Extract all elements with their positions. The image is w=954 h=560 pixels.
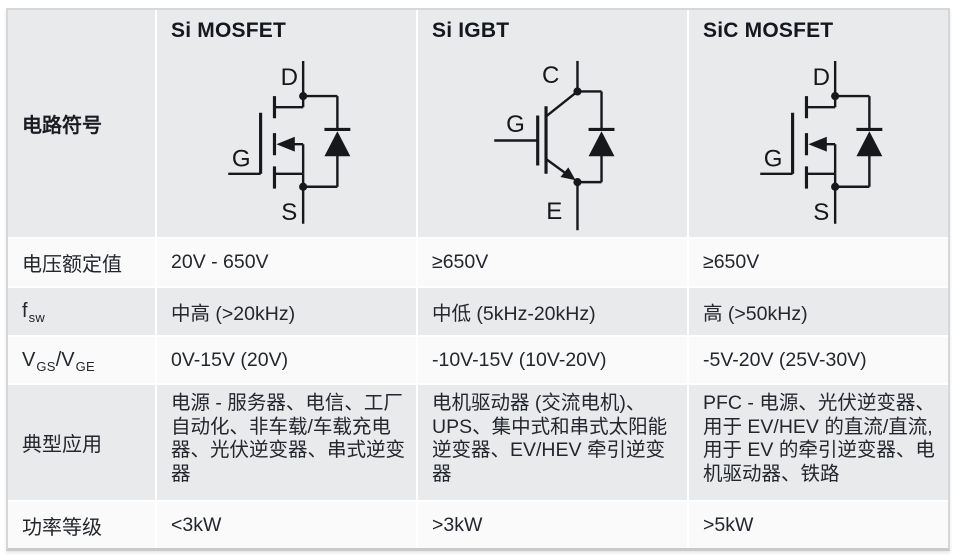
- row-label-voltage-rating: 电压额定值: [8, 239, 155, 286]
- row-label-typical-applications: 典型应用: [8, 385, 155, 500]
- value-fsw-si-mosfet: 中高 (>20kHz): [157, 288, 416, 335]
- column-header-sic-mosfet: SiC MOSFET: [703, 19, 834, 42]
- cell-si-mosfet-symbol: Si MOSFET D G S: [157, 10, 416, 237]
- value-gate-voltage-si-igbt: -10V-15V (10V-20V): [418, 337, 687, 383]
- vgs-base: V: [22, 348, 36, 371]
- gate-terminal-label: G: [232, 145, 251, 172]
- value-fsw-sic-mosfet: 高 (>50kHz): [689, 288, 948, 335]
- si-igbt-circuit-symbol-icon: C G E: [494, 60, 615, 230]
- comparison-table: 电路符号 Si MOSFET D G S Si IGBT: [6, 8, 950, 551]
- row-label-circuit-symbol: 电路符号: [8, 10, 155, 237]
- value-power-si-igbt: >3kW: [418, 502, 687, 548]
- vge-subscript: GE: [75, 358, 96, 374]
- value-power-si-mosfet: <3kW: [157, 502, 416, 548]
- value-gate-voltage-sic-mosfet: -5V-20V (25V-30V): [689, 337, 948, 383]
- cell-si-igbt-symbol: Si IGBT C G E: [418, 10, 687, 237]
- drain-terminal-label: D: [281, 64, 298, 91]
- value-gate-voltage-si-mosfet: 0V-15V (20V): [157, 337, 416, 383]
- cell-sic-mosfet-symbol: SiC MOSFET D G S: [689, 10, 948, 237]
- gate-terminal-label: G: [764, 145, 783, 172]
- gate-terminal-label: G: [506, 111, 525, 138]
- source-terminal-label: S: [813, 199, 829, 226]
- value-voltage-si-mosfet: 20V - 650V: [157, 239, 416, 286]
- source-terminal-label: S: [281, 199, 297, 226]
- column-header-si-igbt: Si IGBT: [432, 19, 510, 42]
- value-applications-si-igbt: 电机驱动器 (交流电机)、UPS、集中式和串式太阳能逆变器、EV/HEV 牵引逆…: [418, 385, 687, 500]
- row-label-power-level: 功率等级: [8, 502, 155, 548]
- si-mosfet-circuit-symbol-icon: D G S: [228, 60, 351, 226]
- drain-terminal-label: D: [813, 64, 830, 91]
- collector-terminal-label: C: [542, 62, 559, 89]
- value-applications-sic-mosfet: PFC - 电源、光伏逆变器、用于 EV/HEV 的直流/直流, 用于 EV 的…: [689, 385, 948, 500]
- value-voltage-si-igbt: ≥650V: [418, 239, 687, 286]
- value-applications-si-mosfet: 电源 - 服务器、电信、工厂自动化、非车载/车载充电器、光伏逆变器、串式逆变器: [157, 385, 416, 500]
- fsw-subscript: sw: [28, 310, 46, 325]
- vgs-subscript: GS: [36, 358, 56, 374]
- fsw-base: f: [22, 300, 28, 322]
- value-fsw-si-igbt: 中低 (5kHz-20kHz): [418, 288, 687, 335]
- vgs-vge-separator: /: [55, 348, 62, 371]
- emitter-terminal-label: E: [546, 198, 562, 225]
- value-voltage-sic-mosfet: ≥650V: [689, 239, 948, 286]
- sic-mosfet-circuit-symbol-icon: D G S: [760, 60, 883, 226]
- value-power-sic-mosfet: >5kW: [689, 502, 948, 548]
- column-header-si-mosfet: Si MOSFET: [171, 19, 286, 42]
- vge-base: V: [61, 348, 75, 371]
